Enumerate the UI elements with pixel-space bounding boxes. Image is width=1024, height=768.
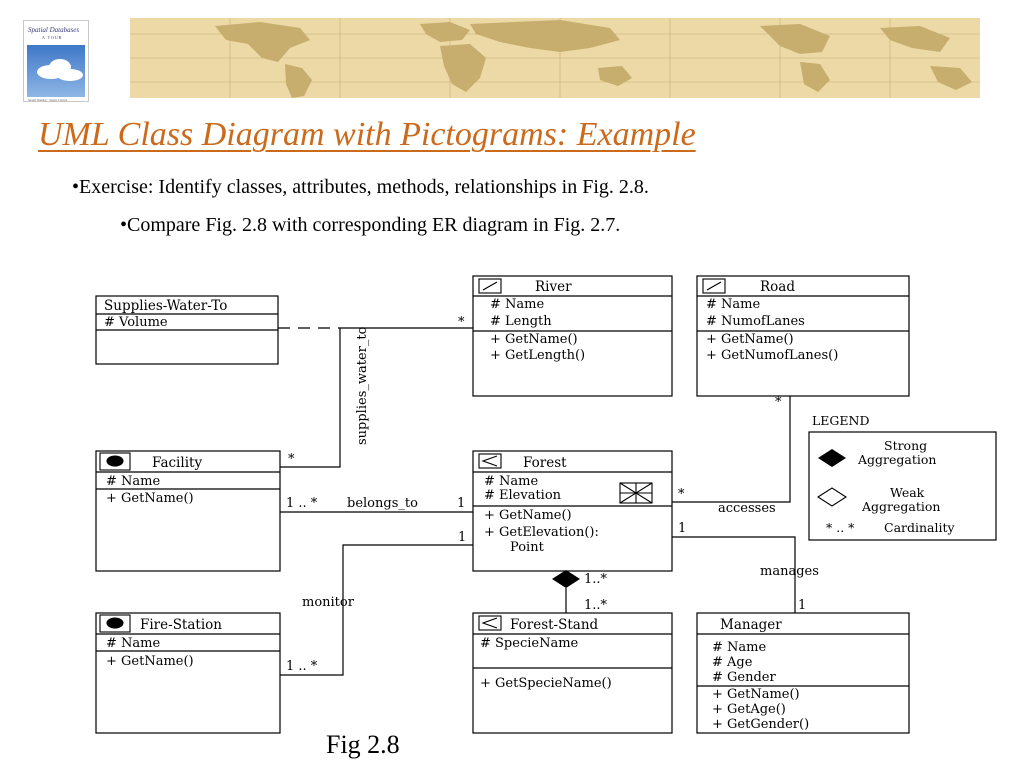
facility-method-getname: + GetName(): [106, 491, 194, 506]
manager-attr-age: # Age: [712, 655, 753, 670]
bullet-compare: •Compare Fig. 2.8 with corresponding ER …: [120, 214, 621, 236]
legend-box: [808, 431, 997, 541]
fire-station-class-box: [95, 612, 281, 734]
manages-link: [672, 536, 796, 613]
point-pictogram-icon: [99, 614, 131, 633]
line-pictogram-icon: [702, 278, 726, 294]
legend-cardinality-label: Cardinality: [884, 520, 956, 535]
forest-attr-elevation: # Elevation: [484, 488, 562, 503]
forest-method-getelevation: + GetElevation():: [484, 525, 599, 540]
forest-class-name: Forest: [523, 455, 567, 471]
river-method-getname: + GetName(): [490, 332, 578, 347]
facility-attr-name: # Name: [106, 474, 160, 489]
river-class-box: [472, 275, 673, 397]
fire-station-method-getname: + GetName(): [106, 654, 194, 669]
manager-method-getname: + GetName(): [712, 687, 800, 702]
aggregation-stand-multiplicity: 1..*: [584, 598, 608, 613]
manager-method-getgender: + GetGender(): [712, 717, 809, 732]
manages-association-label: manages: [760, 564, 819, 579]
supplies-water-to-association-label: supplies_water_to: [355, 326, 370, 445]
forest-stand-attr-speciename: # SpecieName: [480, 636, 579, 651]
header-banner-map: [130, 18, 980, 98]
book-cover-image: Spatial Databases A TOUR Shashi Shekhar …: [23, 20, 89, 102]
monitor-link: [280, 544, 473, 676]
forest-stand-class-box: [472, 612, 673, 734]
river-attr-length: # Length: [490, 314, 552, 329]
facility-belongs-multiplicity: 1 .. *: [286, 496, 318, 511]
accesses-association-label: accesses: [718, 501, 776, 516]
legend-title: LEGEND: [812, 413, 870, 428]
monitor-association-label: monitor: [302, 595, 355, 610]
road-multiplicity: *: [775, 395, 782, 410]
manager-class-box: [696, 612, 910, 734]
road-method-getnumoflanes: + GetNumofLanes(): [706, 348, 838, 363]
fire-station-class-name: Fire-Station: [140, 617, 222, 633]
supplies-attr-volume: # Volume: [104, 315, 168, 330]
manager-method-getage: + GetAge(): [712, 702, 786, 717]
manager-manages-multiplicity: 1: [798, 598, 806, 613]
fire-station-attr-name: # Name: [106, 636, 160, 651]
forest-accesses-multiplicity: *: [678, 487, 685, 502]
river-attr-name: # Name: [490, 297, 544, 312]
facility-class-name: Facility: [152, 455, 202, 471]
legend-cardinality-symbol: * .. *: [826, 520, 855, 535]
point-pictogram-icon: [99, 452, 131, 471]
river-method-getlength: + GetLength(): [490, 348, 585, 363]
road-attr-numoflanes: # NumofLanes: [706, 314, 805, 329]
forest-method-return-type: Point: [510, 540, 545, 555]
legend-weak-label-2: Aggregation: [861, 499, 940, 514]
legend-strong-label-2: Aggregation: [857, 452, 936, 467]
accesses-link: [672, 396, 791, 503]
forest-attr-name: # Name: [484, 474, 538, 489]
facility-class-box: [95, 450, 281, 572]
book-cover-subtitle: A TOUR: [42, 35, 63, 40]
manager-attr-name: # Name: [712, 640, 766, 655]
legend-strong-aggregation-icon: [818, 449, 846, 467]
road-class-name: Road: [760, 279, 795, 295]
association-lines: [278, 327, 796, 676]
polygon-pictogram-icon: [478, 453, 502, 469]
road-attr-name: # Name: [706, 297, 760, 312]
legend-strong-label-1: Strong: [884, 438, 927, 453]
manager-attr-gender: # Gender: [712, 670, 776, 685]
legend-weak-label-1: Weak: [890, 485, 925, 500]
forest-stand-method-getspeciename: + GetSpecieName(): [480, 676, 612, 691]
polygon-pictogram-icon: [478, 615, 502, 631]
road-class-box: [696, 275, 910, 397]
elevation-raster-icon: [619, 482, 653, 504]
strong-aggregation-diamond: [552, 570, 580, 588]
river-multiplicity: *: [458, 315, 465, 330]
book-cover-title: Spatial Databases: [28, 26, 80, 34]
facility-river-link: [280, 328, 341, 468]
supplies-water-to-class-name: Supplies-Water-To: [104, 298, 227, 314]
aggregation-forest-multiplicity: 1..*: [584, 572, 608, 587]
forest-class-box: [472, 450, 673, 572]
river-class-name: River: [535, 279, 572, 295]
manager-class-name: Manager: [720, 617, 782, 633]
road-method-getname: + GetName(): [706, 332, 794, 347]
forest-monitor-multiplicity: 1: [458, 530, 466, 545]
slide-title: UML Class Diagram with Pictograms: Examp…: [38, 116, 696, 153]
book-cover-authors: Shashi Shekhar · Sanjay Chawla: [28, 98, 68, 102]
fire-station-monitor-multiplicity: 1 .. *: [286, 659, 318, 674]
forest-belongs-multiplicity: 1: [457, 496, 465, 511]
belongs-to-association-label: belongs_to: [347, 496, 418, 511]
forest-manages-multiplicity: 1: [678, 521, 686, 536]
line-pictogram-icon: [478, 278, 502, 294]
bullet-exercise: •Exercise: Identify classes, attributes,…: [72, 176, 649, 198]
figure-caption: Fig 2.8: [326, 730, 400, 759]
banner-continents: [215, 20, 972, 98]
facility-river-multiplicity: *: [288, 452, 295, 467]
legend-weak-aggregation-icon: [816, 487, 848, 507]
forest-method-getname: + GetName(): [484, 508, 572, 523]
book-cover-sky: [27, 45, 85, 97]
forest-stand-class-name: Forest-Stand: [510, 617, 599, 633]
